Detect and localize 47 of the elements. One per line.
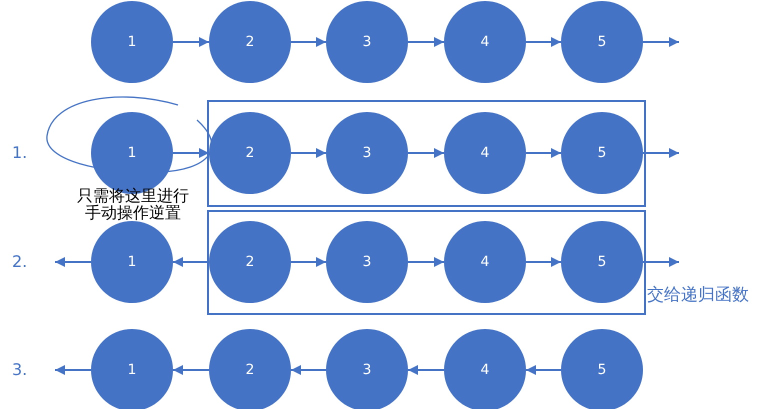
arrow xyxy=(526,257,561,267)
arrow xyxy=(55,257,91,267)
arrow xyxy=(291,148,326,158)
row-number: 1. xyxy=(12,143,28,162)
note-text: 交给递归函数 xyxy=(647,284,749,306)
node-number: 4 xyxy=(480,34,490,50)
node-number: 4 xyxy=(480,362,490,378)
arrow xyxy=(291,37,326,47)
node-number: 1 xyxy=(128,34,136,50)
group-frame xyxy=(207,100,646,207)
node-number: 2 xyxy=(246,254,254,270)
node-number: 5 xyxy=(598,34,606,50)
arrow xyxy=(408,365,444,375)
node-number: 5 xyxy=(598,145,606,161)
node-number: 4 xyxy=(480,254,490,270)
row-number: 2. xyxy=(12,252,28,271)
arrow xyxy=(643,148,679,158)
node-number: 3 xyxy=(362,254,372,270)
arrow xyxy=(55,365,91,375)
arrow xyxy=(526,37,561,47)
arrow xyxy=(526,365,561,375)
group-frame xyxy=(207,210,646,315)
node-number: 4 xyxy=(480,145,490,161)
node-number: 2 xyxy=(246,34,254,50)
node-number: 5 xyxy=(598,254,606,270)
arrow xyxy=(173,257,209,267)
node-number: 3 xyxy=(362,34,372,50)
node-number: 2 xyxy=(246,362,254,378)
arrow xyxy=(643,257,679,267)
arrow xyxy=(291,365,326,375)
arrow xyxy=(526,148,561,158)
arrow xyxy=(173,37,209,47)
node-number: 1 xyxy=(128,145,136,161)
node-number: 1 xyxy=(128,362,136,378)
arrow xyxy=(173,365,209,375)
node-number: 5 xyxy=(598,362,606,378)
node-number: 1 xyxy=(128,254,136,270)
arrow xyxy=(643,37,679,47)
row-number: 3. xyxy=(12,360,28,379)
arrow xyxy=(408,148,444,158)
node-number: 3 xyxy=(362,362,372,378)
node-number: 3 xyxy=(362,145,372,161)
arrow xyxy=(408,37,444,47)
arrow xyxy=(173,148,209,158)
node-number: 2 xyxy=(246,145,254,161)
arrow xyxy=(291,257,326,267)
arrow xyxy=(408,257,444,267)
